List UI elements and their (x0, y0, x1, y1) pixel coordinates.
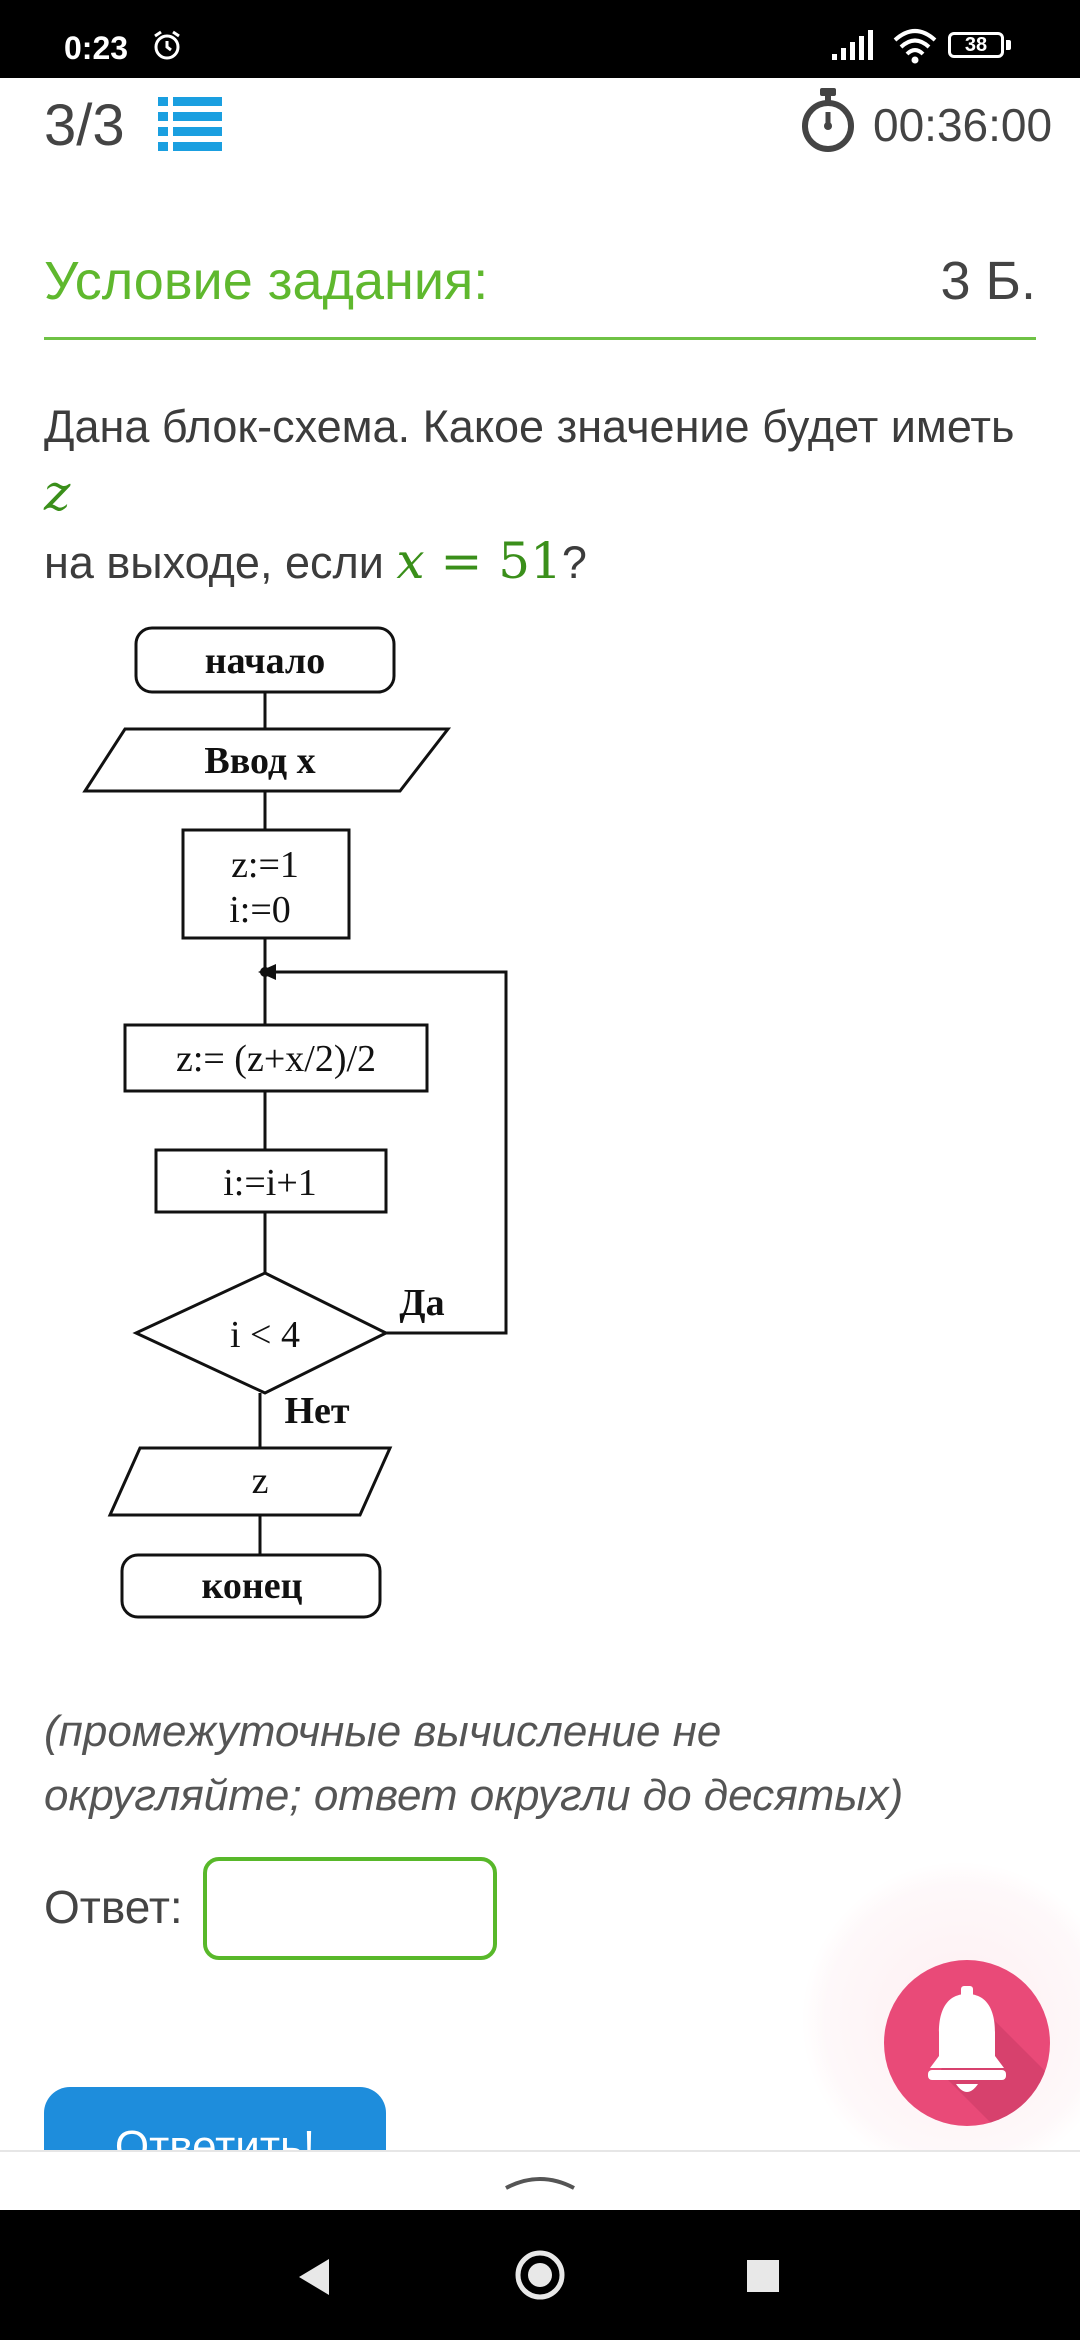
stopwatch-icon (802, 88, 854, 152)
question-text-middle: на выходе, если (44, 537, 397, 588)
timer-text: 00:36:00 (873, 99, 1053, 151)
math-equals: = (424, 532, 499, 590)
flow-end: конец (201, 1565, 302, 1607)
answer-input[interactable] (203, 1857, 497, 1960)
flow-input: Ввод x (204, 740, 315, 782)
status-time: 0:23 (64, 30, 129, 66)
question-text: Дана блок-схема. Какое значение будет им… (44, 393, 1036, 596)
status-bar: 0:23 38 (0, 0, 1080, 78)
home-icon[interactable] (513, 2248, 567, 2302)
battery-tip (1006, 40, 1011, 50)
condition-points: 3 Б. (940, 251, 1036, 311)
flow-init-i: i:=0 (229, 889, 291, 931)
wifi-icon (893, 29, 937, 64)
flow-start: начало (205, 640, 325, 682)
math-value: 51 (498, 532, 562, 590)
answer-label: Ответ: (44, 1881, 183, 1933)
battery-icon: 38 (948, 32, 1004, 58)
section-divider (44, 337, 1036, 340)
question-counter: 3/3 (44, 93, 125, 158)
flow-no-label: Нет (284, 1390, 349, 1432)
alarm-icon (154, 30, 180, 60)
flow-output: z (252, 1460, 269, 1502)
notification-bell-button[interactable] (884, 1960, 1050, 2126)
flow-condition: i < 4 (230, 1314, 300, 1356)
bell-icon (928, 1986, 1050, 2126)
chevron-up-icon[interactable] (500, 2166, 580, 2196)
question-text-after: ? (561, 537, 587, 588)
question-text-before: Дана блок-схема. Какое значение будет им… (44, 401, 1015, 452)
flow-yes-label: Да (399, 1282, 444, 1324)
flow-formula: z:= (z+x/2)/2 (176, 1038, 376, 1080)
question-list-icon[interactable] (158, 95, 222, 151)
flow-init-z: z:=1 (231, 844, 299, 886)
rounding-note: (промежуточные вычисление не округляйте;… (44, 1707, 904, 1820)
flowchart-diagram: начало Ввод x z:=1 i:=0 z:= (z+x/2)/2 i:… (82, 626, 508, 1619)
signal-icon (832, 30, 873, 60)
recents-icon[interactable] (745, 2258, 781, 2294)
back-icon[interactable] (295, 2255, 335, 2299)
condition-title: Условие задания: (44, 251, 489, 311)
flow-increment: i:=i+1 (223, 1162, 317, 1204)
math-var-z: z (44, 464, 71, 522)
math-var-x: x (396, 532, 425, 590)
